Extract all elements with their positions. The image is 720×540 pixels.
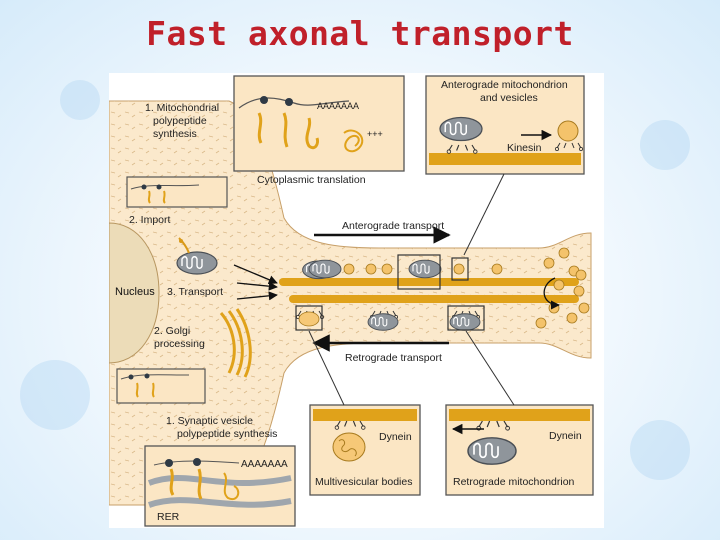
golgi-label-line1: 2. Golgi [154, 325, 190, 337]
highlight-box [451, 257, 469, 281]
mito-synthesis-label-line1: 1. Mitochondrial [145, 102, 219, 114]
nucleus-label: Nucleus [115, 286, 155, 298]
multivesicular-bodies-box: Dynein Multivesicular bodies [309, 404, 421, 496]
connector-line [463, 173, 505, 256]
import-arrow [178, 237, 190, 254]
axonal-transport-diagram: Nucleus Anterograde transport Retrograde… [109, 75, 594, 527]
retrograde-transport-label: Retrograde transport [345, 352, 442, 364]
background-bokeh [630, 420, 690, 480]
background-bokeh [20, 360, 90, 430]
transport-arrows [233, 264, 278, 301]
background-bokeh [640, 120, 690, 170]
kinesin-label: Kinesin [507, 142, 542, 154]
anterograde-transport-label: Anterograde transport [342, 220, 444, 232]
golgi-apparatus [219, 308, 252, 378]
nucleus [109, 222, 160, 364]
axonal-transport-figure: Nucleus Anterograde transport Retrograde… [109, 73, 604, 528]
retrograde-mito-label: Retrograde mitochondrion [453, 476, 575, 488]
vesicle-synthesis-label-line1: 1. Synaptic vesicle [166, 415, 253, 427]
dynein-left-label: Dynein [379, 431, 412, 443]
microtubules [279, 278, 579, 303]
retrograde-cargo [295, 310, 481, 331]
mitochondrion [176, 251, 218, 275]
rer-label: RER [157, 511, 180, 523]
retrograde-mitochondrion-box: Dynein Retrograde mitochondrion [445, 404, 594, 496]
highlight-box [397, 254, 441, 290]
mito-synthesis-label-line3: synthesis [153, 128, 197, 140]
import-label: 2. Import [129, 214, 171, 226]
rer-detail-box: AAAAAAA RER [144, 445, 296, 527]
anterograde-box-title-line1: Anterograde mitochondrion [441, 79, 568, 91]
background-bokeh [60, 80, 100, 120]
vesicle-synthesis-label-line2: polypeptide synthesis [177, 428, 277, 440]
cytoplasmic-translation-box: AAAAAAA +++ Cytoplasmic translation [233, 75, 405, 186]
anterograde-detail-box: Anterograde mitochondrion and vesicles K… [425, 75, 585, 175]
terminal-vesicles [535, 247, 590, 329]
multivesicular-label: Multivesicular bodies [315, 476, 412, 488]
connector-line [308, 330, 345, 406]
golgi-label-line2: processing [154, 338, 205, 350]
mrna-tail-label: AAAAAAA [317, 101, 359, 111]
transport-label: 3. Transport [167, 286, 223, 298]
highlight-box [295, 305, 323, 331]
cytoplasmic-translation-label: Cytoplasmic translation [257, 174, 366, 186]
plus-ends-label: +++ [367, 129, 383, 139]
highlight-box [447, 305, 485, 331]
import-inset-box [126, 176, 228, 208]
connector-line [465, 330, 515, 406]
slide-title: Fast axonal transport [146, 14, 574, 53]
mito-synthesis-label-line2: polypeptide [153, 115, 207, 127]
anterograde-box-title-line2: and vesicles [480, 92, 538, 104]
vesicle-synthesis-inset-box [116, 368, 206, 404]
dynein-right-label: Dynein [549, 430, 582, 442]
mrna-tail-bottom-label: AAAAAAA [241, 459, 288, 470]
